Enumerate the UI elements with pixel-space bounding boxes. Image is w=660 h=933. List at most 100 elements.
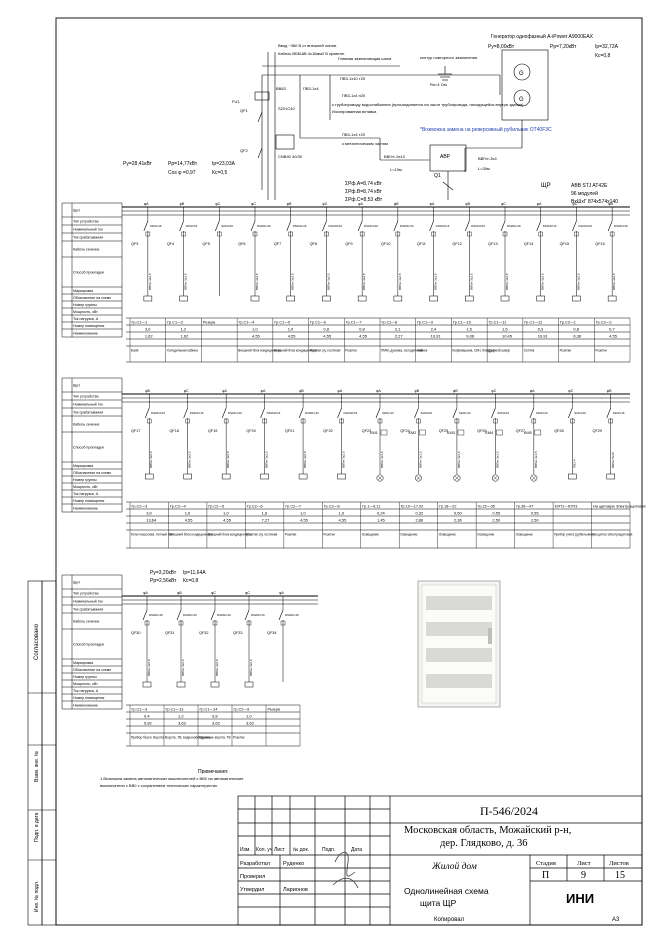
section-1-group-8-rcd-box <box>431 231 436 237</box>
section-1-group-6-power: 0,8 <box>359 326 365 331</box>
section-2-group-4-load-symbol <box>298 473 308 480</box>
qf1-label: QF1 <box>240 108 249 113</box>
section-1-group-6-rcd-box <box>359 231 365 237</box>
section-2-group-5-group-number: Гр.С2—8 <box>324 504 340 508</box>
sheet-title-1: Однолинейная схема <box>404 886 489 896</box>
generator-factor: Кс=0,8 <box>595 53 611 59</box>
section-1-group-11-current: 10,91 <box>538 333 549 338</box>
qf1-device: S201C40 <box>278 106 295 111</box>
section-1-legend-shit: Щит <box>73 209 80 213</box>
section-2-group-1-qf-label: QF18 <box>169 429 179 433</box>
section-1-group-6-phase: φA <box>358 202 363 206</box>
section-2-group-2-power: 1,0 <box>223 510 229 515</box>
section-3-group-3-breaker-contact <box>244 609 250 621</box>
section-1-group-7-rcd-box <box>395 231 401 237</box>
section-1-legend-typ: Тип устройства <box>73 220 99 224</box>
section-3-group-1-device: DS201C16 <box>183 613 197 617</box>
section-2-group-10-breaker-contact <box>529 407 535 419</box>
section-2-legend-tr: Способ прокладки <box>73 446 104 450</box>
section-3-factor: Кс=0,8 <box>183 578 199 584</box>
section-1-group-12-rcd-box <box>574 231 579 237</box>
section-2-legend-tok: Ток срабатывания <box>73 411 103 415</box>
section-2-group-9-cable: ВВГнг-3х1,5 <box>495 451 499 468</box>
note-input-2: Кабель ВББШВ 4х16мм2 В кровеле. <box>278 51 345 56</box>
section-1-group-10-device: DS201C16 <box>507 224 521 228</box>
section-1-group-12-current: 6,36 <box>573 333 582 338</box>
calc-cos: Cos φ =0,97 <box>168 170 196 176</box>
panel-modules: 96 модулей <box>571 190 598 197</box>
section-3-legend-nom: Номинальный ток <box>73 600 103 604</box>
note-earth-loop: контур повторного заземления <box>420 55 477 60</box>
section-3-group-1-name: Ворота, ТВ, видеонаблюдение <box>165 735 211 739</box>
section-1-group-0-name: Баня <box>131 348 139 352</box>
section-1-group-8-power: 2,4 <box>431 326 437 331</box>
section-1-group-5-breaker-contact <box>322 220 327 232</box>
section-2-group-1-current: 4,55 <box>185 517 194 522</box>
section-1-group-8-name: Чайник <box>417 348 428 352</box>
section-2-group-12-cable: ВВГнг-5х10 <box>611 452 615 468</box>
sheet-value: 9 <box>581 870 586 881</box>
col-list: Лист <box>274 847 286 853</box>
section-1-group-10-current: 10,45 <box>502 333 513 338</box>
section-1-group-4-power: 1,0 <box>288 326 294 331</box>
input-notes: Ввод ~380 В от внешней линии. Кабель ВББ… <box>232 43 552 179</box>
note-reversible-switch: *Возможна замена на реверсивный рубильни… <box>420 126 552 133</box>
section-1-group-13-device: DS201C16 <box>614 224 628 228</box>
cable-avr-a-length: L=10м <box>390 167 402 172</box>
section-1-group-5: φCQF8DS201C16ВВГнг-3х2,5Гр.С1—60,84,55Ро… <box>308 202 343 362</box>
calc-factor: Кс=0,5 <box>212 170 228 176</box>
section-1-group-2-device: S201C16 <box>221 224 233 228</box>
section-1-group-4-load-symbol <box>286 295 295 302</box>
cable-avr-a: ВВГнг-3х10 <box>384 154 406 159</box>
phase-a-sum: ΣPф.A=8,74 кВт <box>345 181 383 187</box>
section-2-group-4: φBQF21DS201C16ВВГнг-3х2,5Гр.С2—71,04,55Р… <box>283 389 319 548</box>
section-2-group-2-rcd-box <box>223 418 229 424</box>
section-1-group-6-group-number: Гр.С1—7 <box>346 320 362 324</box>
section-2-group-12-breaker-contact <box>606 407 612 419</box>
section-2-group-1-device: DS201C16 <box>190 411 204 415</box>
section-1-group-1-power: 1,2 <box>181 326 187 331</box>
col-kol: Кол. уч <box>256 847 273 853</box>
section-3-group-3-load-symbol <box>244 681 254 688</box>
section-2-group-6-name: Освещение <box>362 532 379 536</box>
section-3-group-0-name: Прибор безоп. Ворота <box>131 735 164 739</box>
note-main-bus: Главная заземляющая шина <box>338 56 392 61</box>
section-3-legend-np: Номер помещения <box>73 696 104 700</box>
contactor-box-2 <box>457 429 465 436</box>
contactor-label-2: KM3 <box>447 431 455 435</box>
section-2-group-10-current: 2,50 <box>531 517 540 522</box>
section-1-group-5-rcd-box <box>324 231 329 237</box>
sheet-header: Лист <box>577 860 591 867</box>
cabinet-illustration <box>417 580 501 708</box>
section-1-group-4-breaker-contact <box>286 220 291 232</box>
section-1-group-9-device: DS201C16 <box>471 224 485 228</box>
section-2-group-5-breaker-contact <box>337 407 342 419</box>
section-1-group-1-load-symbol <box>179 295 188 302</box>
format-label: А3 <box>612 917 620 923</box>
signature-mark <box>332 851 359 889</box>
panel-name: ЩР <box>541 183 551 189</box>
section-2-group-12-rcd-box <box>608 418 613 424</box>
section-1-group-1-breaker-contact <box>179 220 184 232</box>
power-input-section <box>254 49 549 200</box>
section-2-group-1-cable: ВВГнг-3х2,5 <box>188 451 192 468</box>
section-2-group-1-rcd-box <box>185 418 190 424</box>
section-1-legend-nom: Номинальный ток <box>73 228 103 232</box>
section-1: φAQF3S201C16ВВГнг-3х2,5Гр.С1—13,01,62Бан… <box>61 202 631 363</box>
section-2-group-5-load-symbol <box>337 473 346 480</box>
section-1-group-11-load-symbol <box>536 295 545 302</box>
section-1-group-11-device: DS201C16 <box>543 224 557 228</box>
distribution-groups: φAQF3S201C16ВВГнг-3х2,5Гр.С1—13,01,62Бан… <box>61 202 646 747</box>
stage-header: Стадия <box>536 860 556 867</box>
section-1-group-9-breaker-contact <box>465 220 470 232</box>
section-2-group-4-phase: φB <box>299 389 304 393</box>
section-1-group-13-cable: ВВГнг-3х2,5 <box>612 273 616 290</box>
section-2-group-9-device: S201C10 <box>497 411 509 415</box>
section-1-group-6-device: DS201C16 <box>364 224 378 228</box>
object-name: Жилой дом <box>431 861 477 872</box>
fu-box-label: BB63 <box>276 86 287 91</box>
section-3-group-2-device: DS201C16 <box>217 613 231 617</box>
section-1-group-7-qf-label: QF10 <box>381 242 391 246</box>
section-2-group-9-current: 2,50 <box>492 517 501 522</box>
phase-b-sum: ΣPф.B=8,74 кВт <box>345 189 383 195</box>
